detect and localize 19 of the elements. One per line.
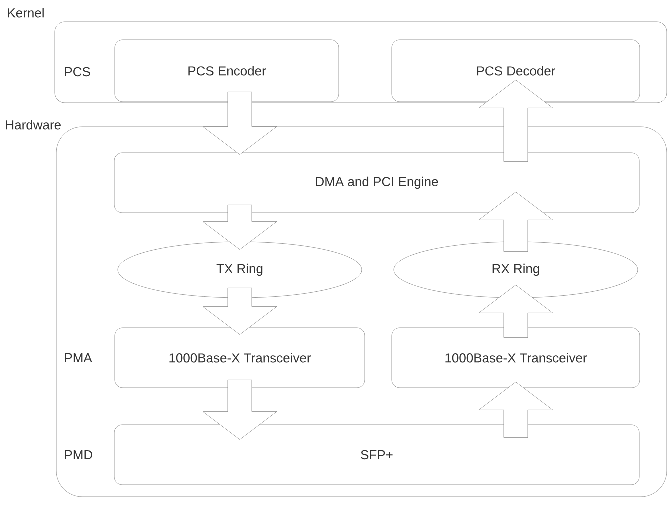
node-label: Hardware <box>6 120 61 130</box>
block-box: PCS Decoder <box>392 40 640 102</box>
layer-label: PMD <box>65 450 92 460</box>
block-arrow <box>202 92 278 155</box>
layer-label: PMA <box>65 354 92 362</box>
block-box: SFP+ <box>114 424 640 486</box>
block-arrow <box>202 380 278 440</box>
block-box: 1000Base-X Transceiver <box>114 328 366 388</box>
block-arrow <box>478 80 554 162</box>
block-arrow <box>478 285 554 338</box>
block-box: 1000Base-X Transceiver <box>392 328 640 388</box>
node-label: Kernel <box>8 8 44 18</box>
block-box: PCS Encoder <box>114 40 340 102</box>
block-box: DMA and PCI Engine <box>114 152 640 214</box>
block-arrow <box>478 382 554 438</box>
block-arrow <box>202 205 278 250</box>
layer-label: PCS <box>65 67 90 77</box>
block-arrow <box>478 192 554 252</box>
block-arrow <box>202 288 278 335</box>
